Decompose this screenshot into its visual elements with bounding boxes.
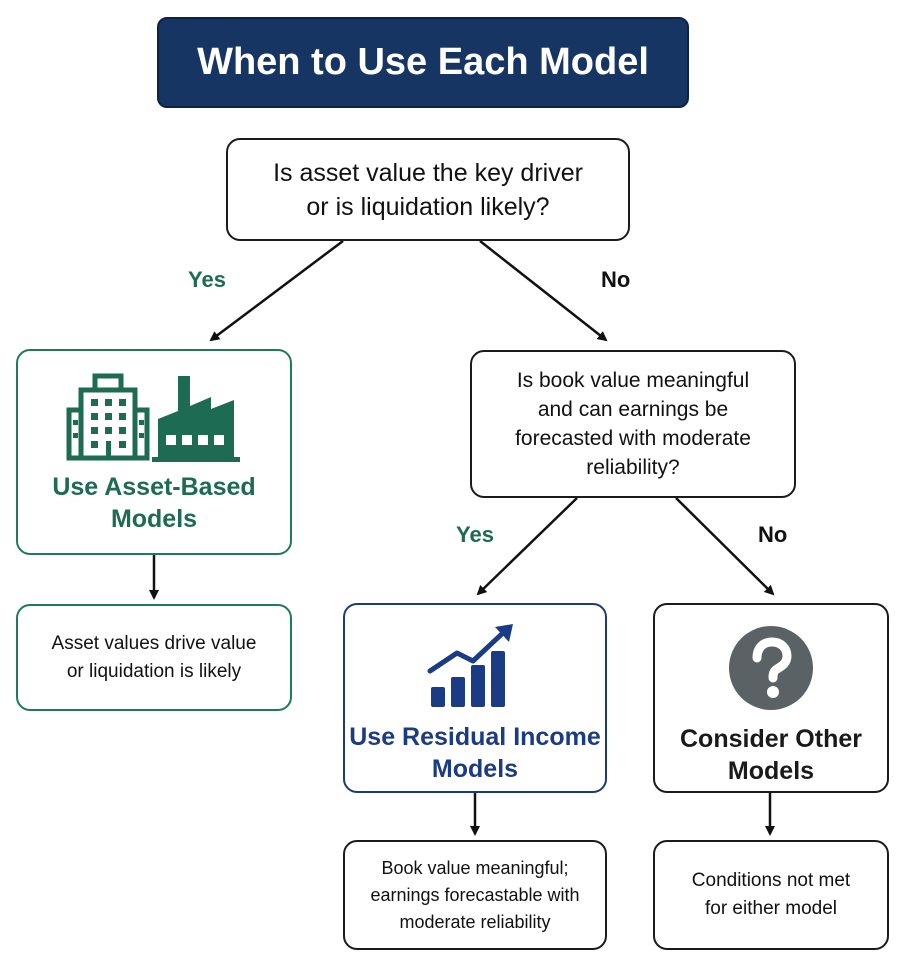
other-models-label-line1: Consider Other — [680, 725, 862, 753]
residual-income-desc-line2: earnings forecastable with — [370, 884, 580, 905]
question-2-line4: reliability? — [586, 456, 680, 479]
diagram-title-text: When to Use Each Model — [197, 41, 649, 83]
q2-yes-label: Yes — [456, 522, 494, 547]
other-models-description-box: Conditions not met for either model — [653, 840, 889, 950]
asset-based-model-label: Use Asset-Based Models — [52, 471, 255, 535]
other-models-box: Consider Other Models — [653, 603, 889, 793]
residual-income-description: Book value meaningful; earnings forecast… — [370, 855, 579, 936]
question-1-line1: Is asset value the key driver — [273, 158, 583, 187]
question-2-box: Is book value meaningful and can earning… — [470, 350, 796, 498]
other-models-desc-line1: Conditions not met — [691, 870, 851, 891]
other-models-label: Consider Other Models — [680, 723, 862, 787]
residual-income-desc-line1: Book value meaningful; — [381, 857, 569, 878]
question-2-line1: Is book value meaningful — [516, 369, 750, 392]
residual-income-description-box: Book value meaningful; earnings forecast… — [343, 840, 607, 950]
asset-based-label-line2: Models — [110, 505, 198, 533]
other-models-label-line2: Models — [727, 757, 815, 785]
diagram-title: When to Use Each Model — [157, 17, 689, 108]
rising-bar-chart-icon — [427, 624, 513, 707]
other-models-desc-line2: for either model — [704, 898, 837, 919]
asset-based-description: Asset values drive value or liquidation … — [52, 630, 257, 686]
arrow-q1-yes — [209, 240, 344, 342]
asset-based-desc-line1: Asset values drive value — [51, 632, 257, 654]
question-2-text: Is book value meaningful and can earning… — [515, 366, 751, 482]
asset-based-description-box: Asset values drive value or liquidation … — [16, 604, 292, 711]
q1-no-label: No — [601, 267, 631, 292]
question-1-box: Is asset value the key driver or is liqu… — [226, 138, 630, 241]
residual-income-model-box: Use Residual Income Models — [343, 603, 607, 793]
q1-yes-label: Yes — [188, 267, 226, 292]
other-models-description: Conditions not met for either model — [692, 867, 850, 923]
q2-no-label: No — [758, 522, 788, 547]
arrow-q2-no — [675, 497, 775, 596]
arrow-q2-yes — [476, 497, 578, 596]
arrow-q1-no — [479, 240, 608, 342]
asset-based-desc-line2: or liquidation is likely — [66, 660, 242, 682]
asset-based-label-line1: Use Asset-Based — [52, 473, 256, 501]
residual-income-model-label: Use Residual Income Models — [349, 721, 600, 785]
residual-income-desc-line3: moderate reliability — [399, 911, 551, 932]
question-mark-icon — [729, 626, 813, 710]
asset-based-model-box: Use Asset-Based Models — [16, 349, 292, 555]
buildings-factory-icon — [66, 373, 240, 462]
question-2-line2: and can earnings be — [537, 398, 729, 421]
question-1-line2: or is liquidation likely? — [306, 192, 550, 221]
question-1-text: Is asset value the key driver or is liqu… — [273, 156, 583, 224]
residual-income-label-line2: Models — [431, 755, 519, 783]
residual-income-label-line1: Use Residual Income — [349, 723, 601, 751]
question-2-line3: forecasted with moderate — [515, 427, 751, 450]
